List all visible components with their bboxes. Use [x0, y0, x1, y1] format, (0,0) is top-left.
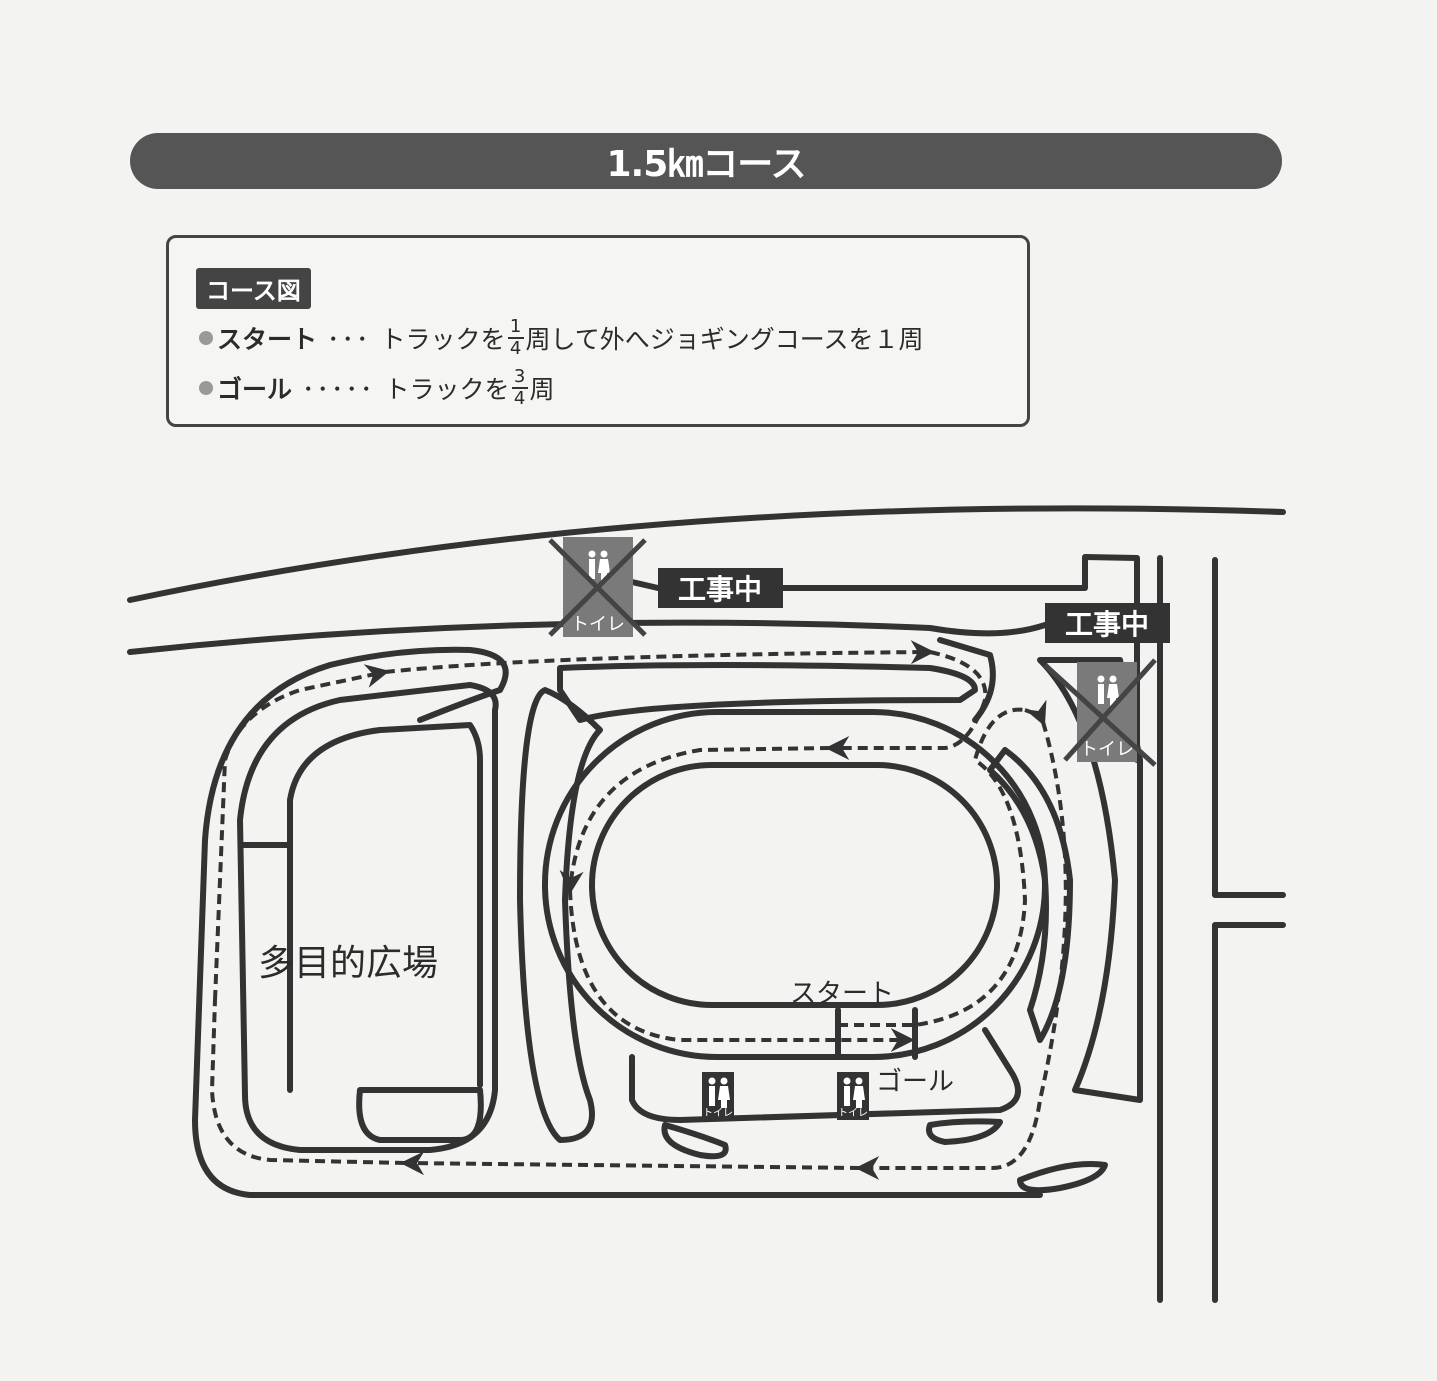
construction-label: 工事中 — [678, 573, 762, 606]
south-building — [629, 1027, 1021, 1123]
route-line — [559, 746, 831, 895]
lawn-left — [517, 687, 603, 1143]
construction-sign: 工事中 — [658, 568, 783, 608]
closed-toilet: トイレ — [548, 537, 647, 637]
road-upper-edge — [127, 505, 1286, 603]
toilet-icon: トイレ — [702, 1072, 734, 1120]
start-label: スタート — [790, 979, 894, 1009]
upper-strip — [557, 662, 978, 723]
fraction-numerator: 1 — [509, 316, 522, 337]
route-line — [213, 664, 390, 1001]
route-line — [400, 1151, 861, 1176]
track-inner — [589, 762, 1000, 1008]
pond — [926, 1118, 1003, 1145]
pond — [661, 1122, 729, 1160]
outer-loop-inner — [237, 682, 499, 1153]
legend-text: トラックを — [384, 375, 510, 404]
road-lower-edge — [127, 619, 1048, 655]
route-line — [855, 721, 1068, 1180]
legend-label: スタート — [217, 325, 318, 354]
legend-tag: コース図 — [196, 268, 311, 309]
fraction-numerator: 3 — [513, 366, 526, 387]
route-line — [838, 707, 1028, 1027]
toilet-icon: トイレ — [837, 1072, 869, 1120]
north-east-strip — [937, 637, 996, 723]
toilet-label: トイレ — [1080, 739, 1134, 760]
goal-label: ゴール — [876, 1067, 954, 1097]
bullet-icon — [199, 381, 213, 395]
legend-text: 周 — [529, 375, 555, 404]
legend-label: ゴール — [217, 375, 293, 404]
street-edge — [1212, 557, 1286, 1303]
east-strip — [987, 747, 1073, 1043]
course-title: 1.5㎞コース — [606, 144, 807, 185]
construction-label: 工事中 — [1065, 608, 1149, 641]
start-finish-box — [835, 1007, 918, 1060]
route-line — [209, 999, 406, 1165]
route-line — [1024, 699, 1047, 727]
toilet-label: トイレ — [703, 1108, 733, 1119]
route-line — [825, 650, 988, 760]
course-title-banner: 1.5㎞コース — [130, 133, 1282, 189]
legend-dots: ･････ — [302, 375, 375, 404]
route-line — [568, 889, 915, 1052]
pond — [1017, 1161, 1108, 1194]
outer-loop-outer — [192, 646, 1043, 1198]
bullet-icon — [199, 331, 213, 345]
plaza-inner — [287, 722, 483, 1093]
legend-text: 周して外へジョギングコースを１周 — [525, 325, 924, 354]
east-strip — [1037, 657, 1143, 1103]
fraction-denominator: 4 — [509, 338, 522, 359]
toilet-label: トイレ — [571, 614, 625, 635]
fraction-denominator: 4 — [513, 388, 526, 409]
legend-dots: ･･･ — [327, 325, 371, 354]
plaza-lower — [356, 1087, 484, 1143]
closed-toilet: トイレ — [1043, 658, 1157, 767]
route-line — [384, 640, 935, 674]
legend-text: トラックを — [380, 325, 506, 354]
plaza-label: 多目的広場 — [258, 943, 438, 984]
construction-sign: 工事中 — [1045, 603, 1170, 643]
toilet-label: トイレ — [838, 1108, 868, 1119]
